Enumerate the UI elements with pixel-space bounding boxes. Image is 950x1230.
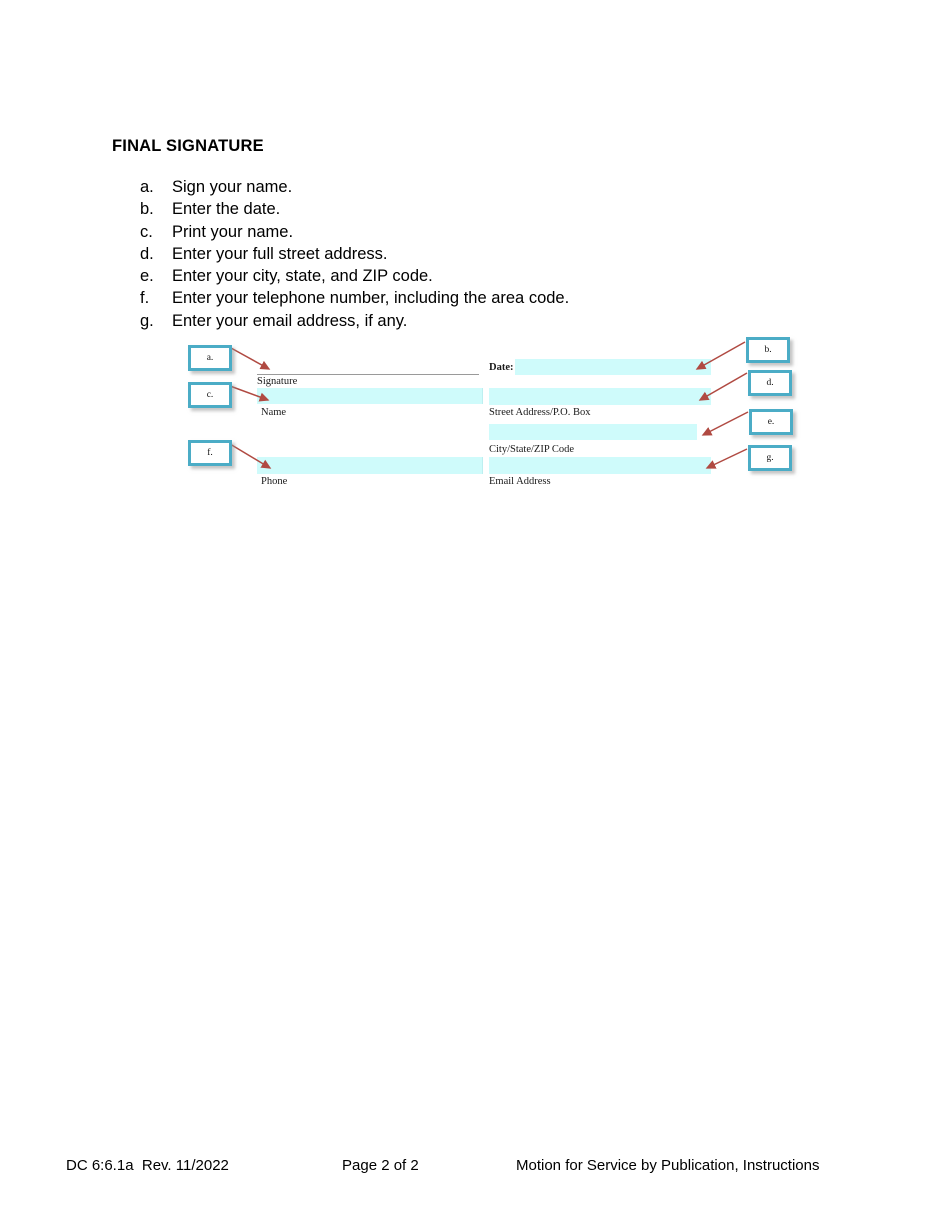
form-field-city-state-zip — [489, 424, 697, 440]
arrow-g-to-email-address — [705, 448, 748, 469]
callout-label: g. — [766, 453, 774, 463]
list-item: b. Enter the date. — [140, 200, 840, 222]
list-item-label: Enter your city, state, and ZIP code. — [172, 267, 433, 286]
list-item-label: Sign your name. — [172, 178, 293, 196]
callout-box-e[interactable]: e. — [749, 409, 793, 435]
form-field-label-city-state-zip: City/State/ZIP Code — [489, 444, 575, 455]
form-field-phone — [257, 457, 483, 474]
form-field-email-address — [489, 457, 711, 474]
list-item-marker: f. — [140, 289, 150, 308]
footer-document-id: DC 6:6.1a Rev. 11/2022 — [66, 1157, 229, 1174]
footer-document-title: Motion for Service by Publication, Instr… — [516, 1157, 820, 1174]
list-item-marker: b. — [140, 200, 154, 219]
list-item-label: Print your name. — [172, 222, 294, 241]
form-field-label-date: Date: — [489, 362, 514, 373]
list-item-label: Enter your full street address. — [172, 244, 388, 263]
list-item-marker: d. — [140, 244, 154, 263]
callout-label: d. — [766, 378, 774, 388]
instruction-list: a. Sign your name. b. Enter the date. c.… — [140, 178, 840, 334]
list-item-marker: c. — [140, 222, 153, 241]
list-item-label: Enter your telephone number, including t… — [172, 289, 570, 308]
callout-box-d[interactable]: d. — [748, 370, 792, 396]
page-footer: DC 6:6.1a Rev. 11/2022 Page 2 of 2 Motio… — [0, 1157, 950, 1179]
callout-label: e. — [767, 417, 775, 427]
callout-box-f[interactable]: f. — [188, 440, 232, 466]
callout-box-c[interactable]: c. — [188, 382, 232, 408]
list-item: c. Print your name. — [140, 223, 840, 245]
list-item-marker: g. — [140, 311, 154, 330]
list-item-label: Enter the date. — [172, 200, 281, 219]
callout-label: f. — [207, 448, 213, 458]
callout-box-g[interactable]: g. — [748, 445, 792, 471]
callout-label: b. — [764, 345, 772, 355]
footer-page-number: Page 2 of 2 — [342, 1157, 419, 1174]
form-field-street-address — [489, 388, 711, 405]
form-field-date — [515, 359, 711, 375]
form-field-signature — [257, 356, 479, 375]
callout-label: a. — [206, 353, 214, 363]
page-title: FINAL SIGNATURE — [112, 137, 264, 155]
callout-label: c. — [206, 390, 214, 400]
list-item: d. Enter your full street address. — [140, 245, 840, 267]
callout-box-a[interactable]: a. — [188, 345, 232, 371]
list-item-marker: e. — [140, 267, 154, 286]
form-field-label-signature: Signature — [257, 376, 298, 387]
form-field-label-street-address: Street Address/P.O. Box — [489, 407, 591, 418]
arrow-e-to-city-state-zip — [701, 411, 749, 436]
form-field-label-email-address: Email Address — [489, 476, 551, 487]
list-item-label: Enter your email address, if any. — [172, 311, 408, 330]
form-field-label-name: Name — [261, 407, 287, 418]
list-item: f. Enter your telephone number, includin… — [140, 289, 840, 311]
list-item: a. Sign your name. — [140, 178, 840, 200]
form-field-label-phone: Phone — [261, 476, 288, 487]
list-item-marker: a. — [140, 178, 154, 196]
form-field-name — [257, 388, 483, 404]
list-item: g. Enter your email address, if any. — [140, 312, 840, 334]
callout-box-b[interactable]: b. — [746, 337, 790, 363]
list-item: e. Enter your city, state, and ZIP code. — [140, 267, 840, 289]
